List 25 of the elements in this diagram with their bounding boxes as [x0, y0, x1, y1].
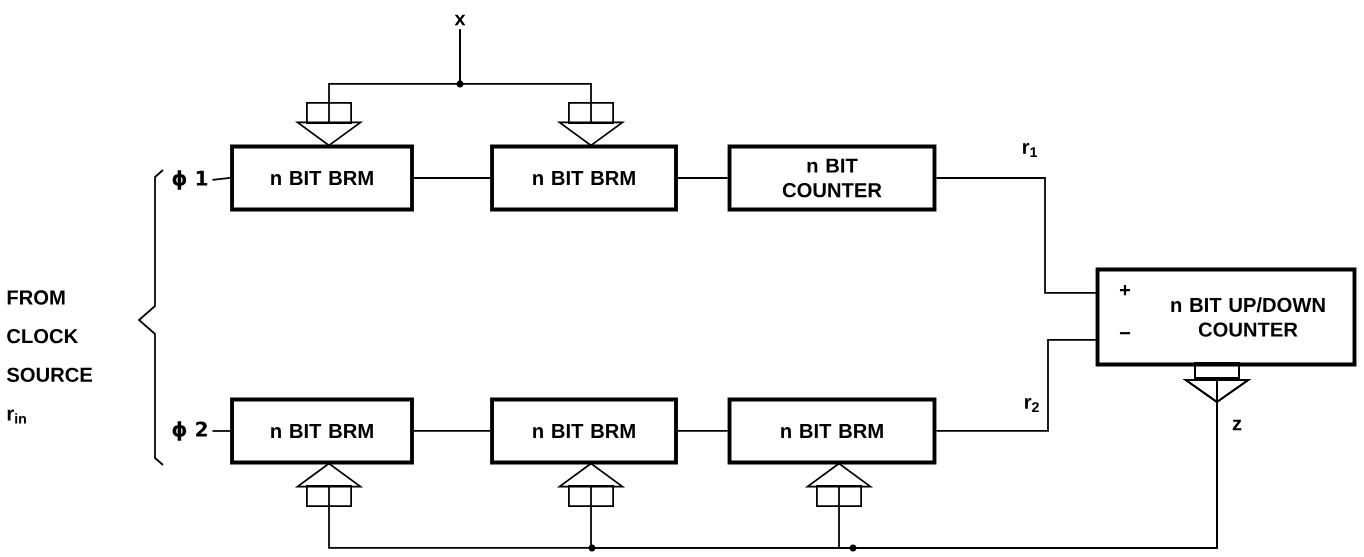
connector: [459, 28, 626, 147]
block-box: n BIT BRM: [230, 144, 414, 212]
side-label: FROM CLOCK SOURCE r$_{in}$: [6, 290, 92, 424]
block-box: n BIT BRM: [490, 397, 678, 465]
block-box: n BIT BRM: [727, 397, 937, 465]
edge-label: r$_{2}$: [1025, 397, 1039, 412]
edge-label: z: [1232, 419, 1242, 431]
clock-phase-label: ϕ 1: [172, 170, 208, 190]
clock-phase-label: ϕ 2: [172, 421, 207, 441]
connector: [211, 430, 231, 432]
counter-box: n BIT UP/DOWN COUNTER + −: [1095, 267, 1357, 367]
edge-label: r$_{1}$: [1023, 142, 1038, 157]
connector: [211, 177, 231, 181]
block-box: n BIT BRM: [490, 144, 678, 212]
polarity-sign: +: [1119, 285, 1131, 296]
connector: [677, 430, 729, 432]
connector: [935, 339, 1099, 432]
block-box: n BIT BRM: [230, 397, 414, 465]
connector: [413, 430, 491, 432]
connector: [677, 177, 729, 179]
connector: [935, 177, 1099, 294]
input-label: x: [454, 14, 466, 26]
polarity-sign: −: [1119, 332, 1131, 335]
block-box: n BIT COUNTER: [727, 144, 937, 212]
connector: [413, 177, 491, 179]
